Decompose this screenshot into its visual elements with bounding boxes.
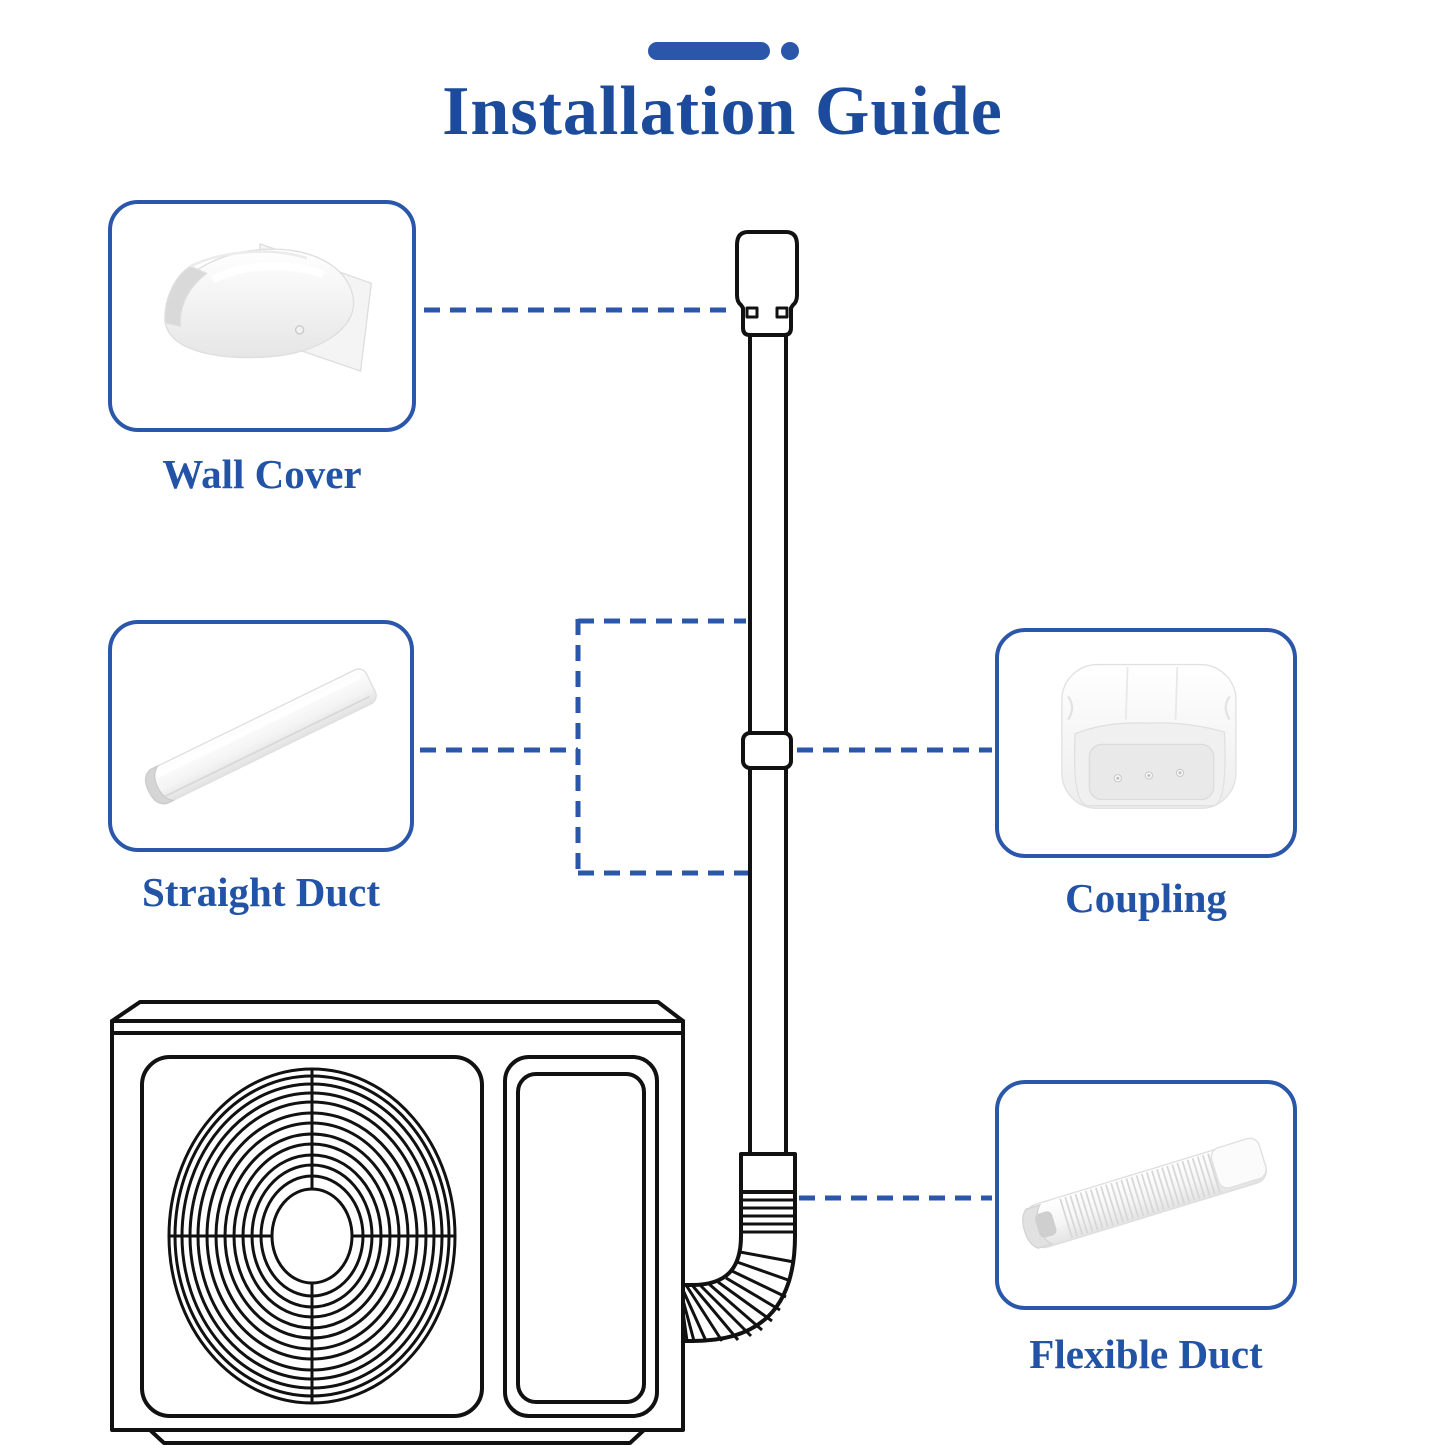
coupling-fitting bbox=[741, 731, 793, 770]
flexible-elbow bbox=[681, 1152, 797, 1343]
title-decoration-dot bbox=[781, 42, 799, 60]
wall-cover-clips bbox=[745, 306, 789, 319]
flexible-duct-photo bbox=[1021, 1137, 1267, 1250]
part-card-wall-cover bbox=[108, 200, 416, 432]
elbow-body bbox=[681, 1190, 797, 1343]
unit-foot bbox=[148, 1428, 646, 1445]
fan-grille-cross bbox=[170, 1069, 454, 1403]
part-label-wall-cover: Wall Cover bbox=[162, 451, 362, 497]
wall-cover-fitting bbox=[735, 230, 799, 337]
elbow-collar bbox=[739, 1152, 797, 1194]
elbow-ribs bbox=[681, 1250, 795, 1342]
outdoor-unit bbox=[110, 1000, 685, 1445]
straight-duct-photo bbox=[144, 668, 377, 805]
part-card-straight-duct bbox=[108, 620, 414, 852]
part-label-straight-duct: Straight Duct bbox=[141, 869, 380, 915]
part-label-flexible-duct: Flexible Duct bbox=[1029, 1331, 1263, 1377]
straight-duct-section bbox=[748, 335, 788, 1154]
coupling-photo bbox=[1060, 664, 1237, 810]
part-card-coupling bbox=[995, 628, 1297, 858]
line-set-duct bbox=[681, 230, 799, 1343]
part-card-flexible-duct bbox=[995, 1080, 1297, 1310]
part-label-coupling: Coupling bbox=[1065, 875, 1227, 921]
callout-connectors bbox=[420, 307, 992, 1201]
fan-grille bbox=[167, 1067, 457, 1405]
title-decoration-bar bbox=[648, 42, 770, 60]
page-title: Installation Guide bbox=[442, 73, 1003, 150]
side-panel-inner bbox=[516, 1072, 646, 1404]
unit-top-face bbox=[110, 1000, 685, 1023]
wall-cover-photo bbox=[164, 243, 373, 373]
elbow-corrugation bbox=[741, 1198, 795, 1234]
